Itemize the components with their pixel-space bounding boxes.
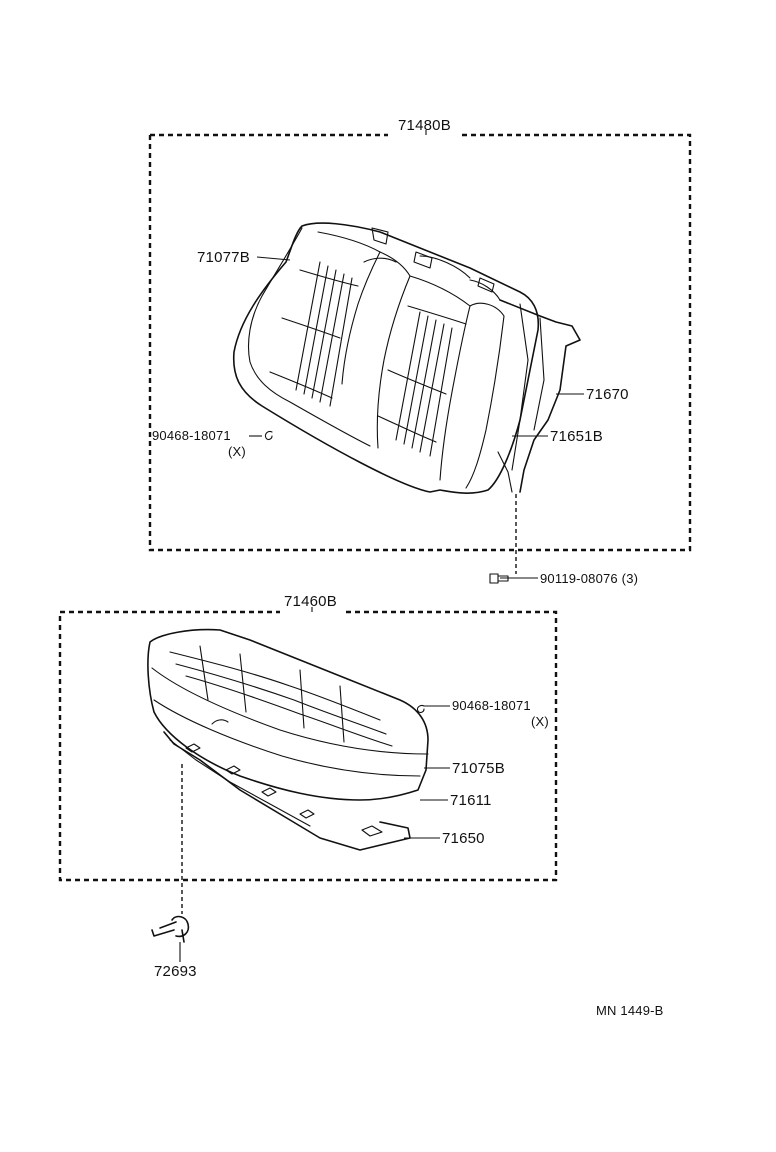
hog-ring-icon: [264, 430, 273, 441]
cushion-illustration: [147, 628, 429, 914]
cushion-assembly-label: 71460B: [284, 593, 337, 610]
hog-ring-icon: [416, 704, 425, 714]
backrest-frame-label: 71651B: [550, 428, 603, 445]
leader-backrest-cover: [256, 256, 291, 261]
backrest-hog-ring-label: 90468-18071: [152, 428, 231, 443]
backrest-hog-ring-note: (X): [228, 444, 246, 459]
cushion-assembly-boundary: [58, 607, 558, 882]
cushion-cover-label: 71075B: [452, 760, 505, 777]
backrest-cover-label: 71077B: [197, 249, 250, 266]
cushion-hog-ring-label: 90468-18071: [452, 698, 531, 713]
backrest-bolt-label: 90119-08076 (3): [540, 571, 639, 586]
backrest-assembly-label: 71480B: [398, 117, 451, 134]
key-label: 72693: [154, 963, 197, 980]
cushion-frame-label: 71650: [442, 830, 485, 847]
key-icon: [151, 915, 190, 962]
diagram-code: MN 1449-B: [596, 1003, 664, 1018]
backrest-illustration: [232, 222, 581, 574]
bolt-icon: [489, 573, 509, 584]
cushion-pad-label: 71611: [450, 792, 492, 809]
backrest-assembly-boundary: [148, 130, 692, 552]
backrest-pad-label: 71670: [586, 386, 629, 403]
cushion-hog-ring-note: (X): [531, 714, 549, 729]
